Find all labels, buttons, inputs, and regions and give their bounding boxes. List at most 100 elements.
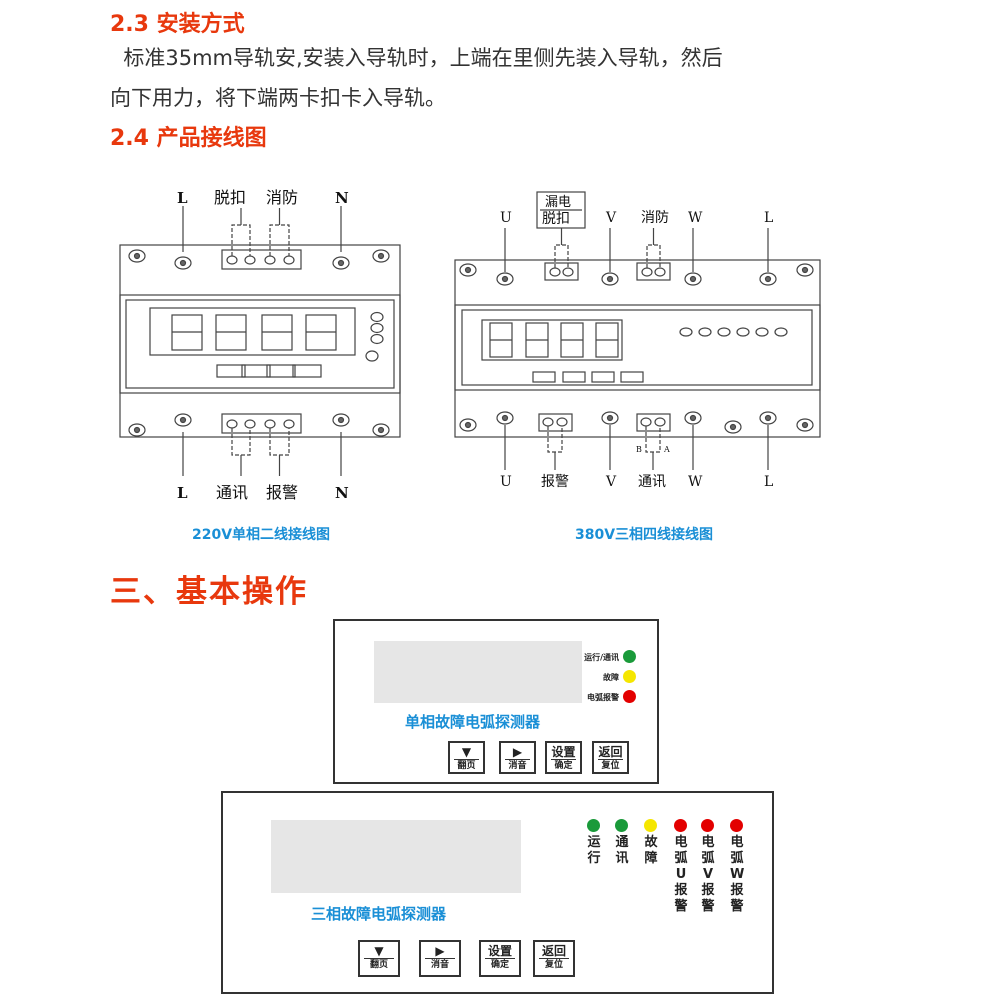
led-label: 电弧报警 (587, 693, 619, 702)
screw-icon (684, 411, 702, 425)
screw-icon (601, 272, 619, 286)
status-led (701, 819, 714, 832)
screw-icon (759, 411, 777, 425)
single-phase-panel: 运行/通讯故障电弧报警 单相故障电弧探测器 ▼翻页▶消音设置确定返回复位 (333, 619, 659, 784)
label-n-top: N (335, 189, 349, 207)
button-bottom: 消音 (430, 960, 449, 970)
label-alarm-380: 报警 (541, 474, 569, 490)
wiring-diagrams: L 脱扣 消防 N L 通讯 报警 N U 漏电 脱扣 V 消防 W L U 报… (119, 188, 821, 502)
label-fire-380: 消防 (641, 210, 669, 226)
screw-icon (128, 423, 146, 437)
device-key (620, 371, 644, 383)
terminal-icon (244, 419, 256, 429)
label-trip-380: 脱扣 (542, 211, 570, 227)
indicator-icon (755, 327, 769, 337)
label-l-bottom-380: L (764, 474, 773, 490)
device-key (562, 371, 586, 383)
label-v-bottom: V (605, 474, 617, 490)
terminal-icon (264, 255, 276, 265)
install-text-line2: 向下用力，将下端两卡扣卡入导轨。 (110, 86, 446, 110)
three-phase-panel: 运行通讯故障电弧U报警电弧V报警电弧W报警 三相故障电弧探测器 ▼翻页▶消音设置… (221, 791, 774, 994)
button-top: ▶ (425, 944, 455, 959)
status-led (587, 819, 600, 832)
indicator-icon (370, 322, 384, 334)
label-n-bottom: N (335, 484, 349, 502)
status-led (644, 819, 657, 832)
terminal-icon (226, 419, 238, 429)
button-top: ▶ (505, 745, 530, 760)
button-top: 设置 (551, 745, 576, 760)
indicator-icon (679, 327, 693, 337)
led-label: 通讯 (615, 835, 629, 866)
screw-icon (332, 413, 350, 427)
caption-220v: 220V单相二线接线图 (192, 527, 331, 543)
label-trip: 脱扣 (214, 188, 246, 207)
status-led (730, 819, 743, 832)
status-led (674, 819, 687, 832)
diagram-380v: U 漏电 脱扣 V 消防 W L U 报警 V 通讯 W L B A (454, 191, 821, 490)
label-alarm: 报警 (266, 483, 298, 502)
indicator-icon (370, 333, 384, 345)
led-label: 电弧W报警 (730, 835, 745, 914)
label-w-top: W (688, 210, 703, 226)
panel-button-2[interactable]: 设置确定 (545, 741, 582, 774)
label-leakage: 漏电 (545, 194, 571, 210)
button-bottom: 翻页 (457, 761, 476, 771)
led-label: 电弧U报警 (674, 835, 688, 914)
screw-icon (459, 418, 477, 432)
section-3-heading: 三、基本操作 (110, 574, 308, 610)
terminal-icon (654, 267, 666, 277)
screw-icon (724, 420, 742, 434)
status-led (623, 650, 636, 663)
label-comm-380: 通讯 (638, 474, 666, 490)
led-label: 运行 (587, 835, 601, 866)
terminal-icon (641, 267, 653, 277)
screw-icon (459, 263, 477, 277)
terminal-icon (562, 267, 574, 277)
label-fire: 消防 (266, 188, 298, 207)
screw-icon (372, 423, 390, 437)
panel-button-3[interactable]: 返回复位 (592, 741, 629, 774)
panel-button-3[interactable]: 返回复位 (533, 940, 575, 977)
panel-button-0[interactable]: ▼翻页 (358, 940, 400, 977)
panel-button-1[interactable]: ▶消音 (419, 940, 461, 977)
device-key (532, 371, 556, 383)
button-bottom: 消音 (508, 761, 527, 771)
button-bottom: 复位 (544, 960, 563, 970)
screw-icon (684, 272, 702, 286)
panel-button-2[interactable]: 设置确定 (479, 940, 521, 977)
terminal-icon (640, 417, 652, 427)
section-2-3-heading: 2.3 安装方式 (110, 12, 245, 37)
terminal-icon (542, 417, 554, 427)
button-bottom: 复位 (601, 761, 620, 771)
terminal-icon (226, 255, 238, 265)
screw-icon (601, 411, 619, 425)
panel-button-1[interactable]: ▶消音 (499, 741, 536, 774)
device-key (591, 371, 615, 383)
status-led (623, 670, 636, 683)
status-led (623, 690, 636, 703)
screw-icon (174, 413, 192, 427)
screw-icon (372, 249, 390, 263)
screw-icon (759, 272, 777, 286)
diagram-220v: L 脱扣 消防 N L 通讯 报警 N (119, 188, 401, 502)
terminal-icon (264, 419, 276, 429)
panel-button-0[interactable]: ▼翻页 (448, 741, 485, 774)
terminal-icon (556, 417, 568, 427)
indicator-icon (698, 327, 712, 337)
panel-title: 单相故障电弧探测器 (405, 713, 541, 731)
terminal-icon (549, 267, 561, 277)
label-comm: 通讯 (216, 483, 248, 502)
led-label: 电弧V报警 (701, 835, 715, 914)
terminal-icon (283, 255, 295, 265)
button-bottom: 翻页 (369, 960, 388, 970)
device-key (241, 364, 271, 378)
screw-icon (174, 256, 192, 270)
display-screen (271, 820, 521, 893)
screw-icon (496, 272, 514, 286)
device-key (292, 364, 322, 378)
device-key (216, 364, 246, 378)
button-top: ▼ (364, 944, 394, 959)
button-top: ▼ (454, 745, 479, 760)
led-label: 故障 (644, 835, 658, 866)
